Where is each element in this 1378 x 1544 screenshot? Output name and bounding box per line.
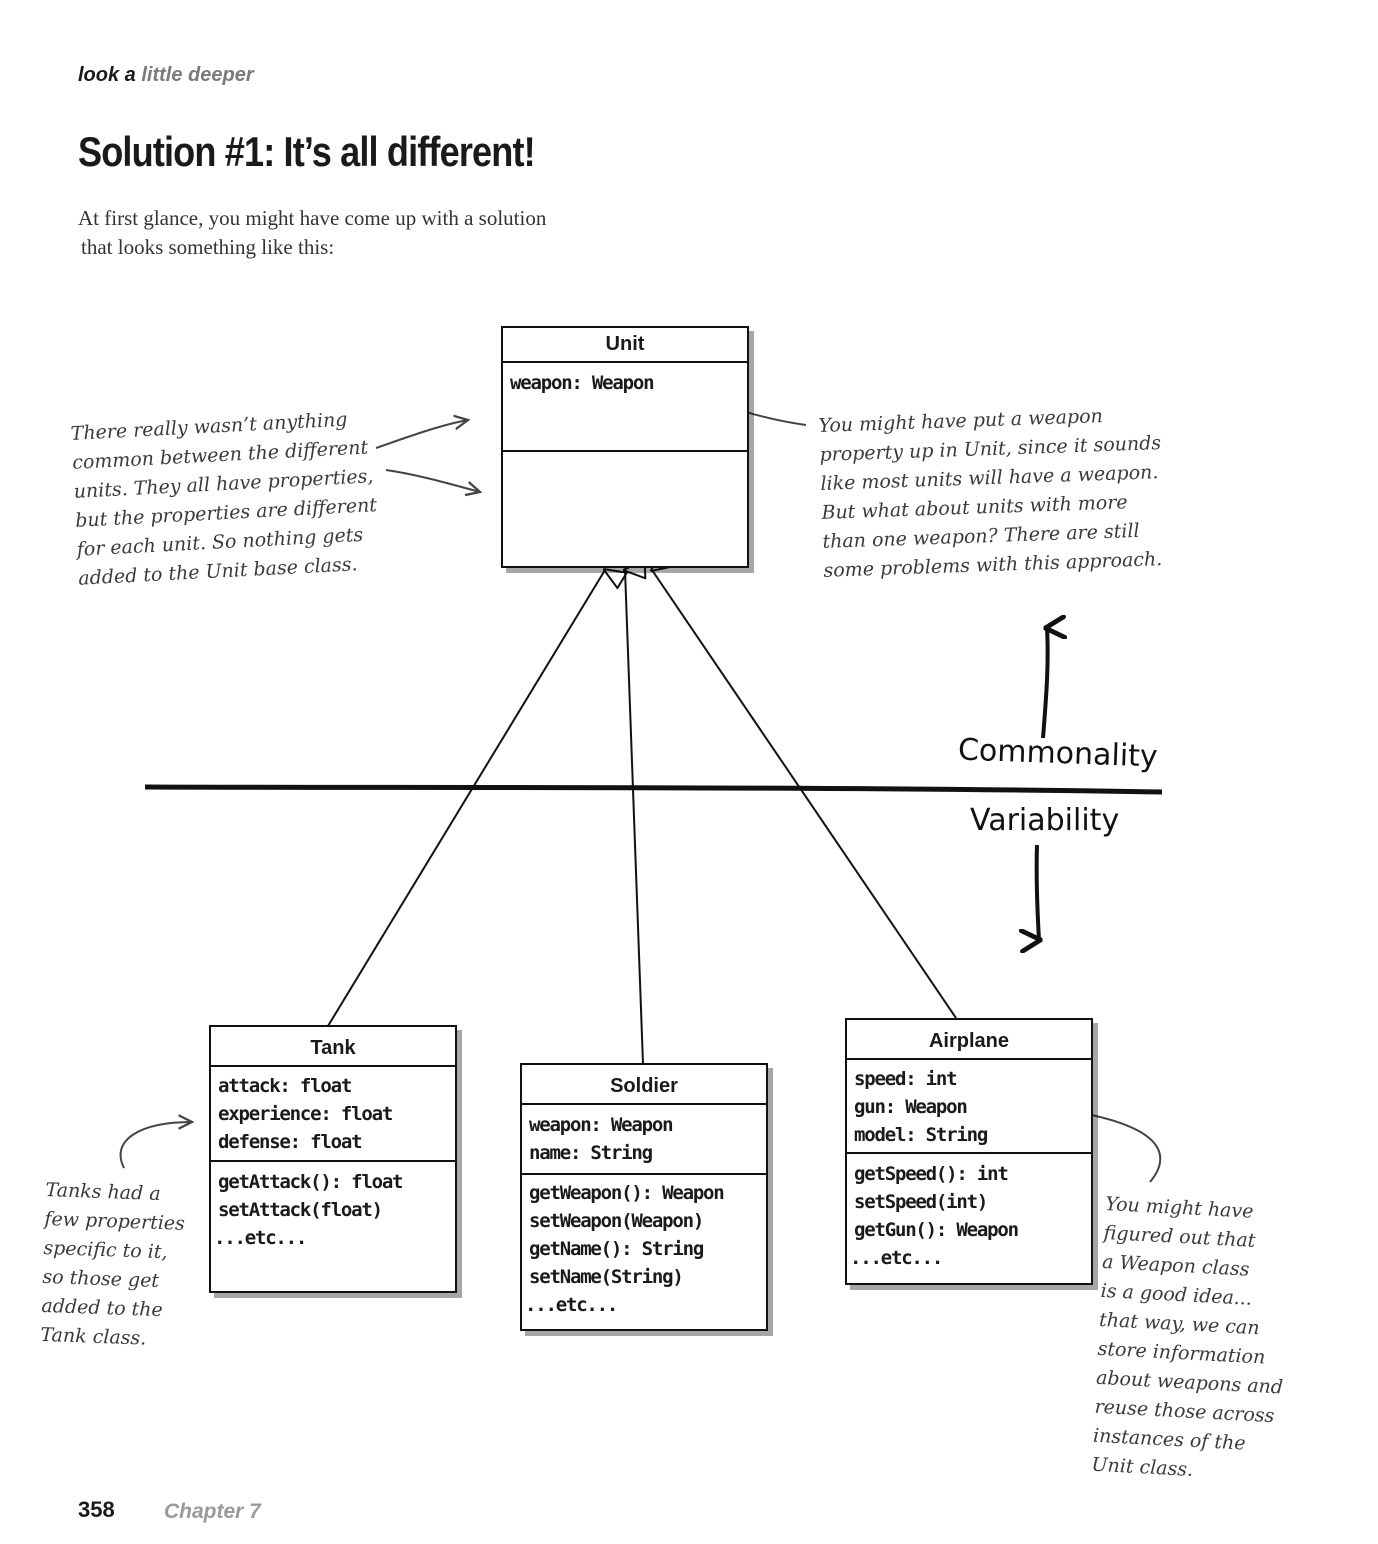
annotation-line: Tank class. [40,1323,147,1350]
method: getAttack(): float [218,1171,404,1193]
method: getWeapon(): Weapon [529,1182,725,1204]
class-name: Soldier [522,1065,766,1105]
running-header: look a little deeper [78,64,254,87]
attribute: experience: float [218,1103,393,1125]
class-tank: Tank attack: float experience: float def… [209,1025,457,1293]
class-name: Airplane [847,1020,1091,1060]
method: getGun(): Weapon [854,1219,1019,1241]
page-number: 358 [78,1497,115,1522]
intro-paragraph: At first glance, you might have come up … [78,204,638,262]
attributes-section: attack: float experience: float defense:… [211,1067,455,1162]
annotation-unit-left: There really wasn’t anything common betw… [70,404,381,594]
attribute: defense: float [218,1131,363,1153]
method: setAttack(float) [218,1199,383,1221]
class-unit: Unit weapon: Weapon [501,326,749,568]
chapter-label: Chapter 7 [164,1500,261,1523]
annotation-arrow [375,420,468,449]
inheritance-tank [327,570,605,1027]
attributes-section: weapon: Weapon [503,363,747,452]
annotation-airplane: You might have figured out that a Weapon… [1091,1190,1293,1489]
intro-line: that looks something like this: [81,235,335,259]
methods-section [503,452,747,464]
methods-section: getSpeed(): int setSpeed(int) getGun(): … [847,1154,1091,1278]
attribute: weapon: Weapon [529,1114,674,1136]
attributes-section: speed: int gun: Weapon model: String [847,1060,1091,1154]
variability-arrow [1037,844,1039,940]
method: setWeapon(Weapon) [529,1210,704,1232]
page-title: Solution #1: It’s all different! [78,128,536,175]
class-soldier: Soldier weapon: Weapon name: String getW… [520,1063,768,1331]
attribute: speed: int [854,1068,958,1090]
variability-label: Variability [970,803,1120,838]
inheritance-airplane [652,570,957,1019]
class-name: Tank [211,1027,455,1067]
divider-line [144,784,1163,795]
header-tag-bold: look a [78,64,136,86]
inheritance-soldier [625,570,643,1065]
method: getSpeed(): int [854,1163,1009,1185]
class-name: Unit [503,328,747,363]
annotation-tank: Tanks had a few properties specific to i… [40,1176,186,1355]
method: getName(): String [529,1238,704,1260]
header-tag-light: little deeper [141,64,254,86]
annotation-arrow [119,1122,192,1169]
attributes-section: weapon: Weapon name: String [522,1105,766,1175]
annotation-arrow [385,469,480,492]
method: ...etc... [525,1294,618,1316]
commonality-label: Commonality [957,732,1159,775]
commonality-arrow [1041,628,1048,739]
method: setSpeed(int) [854,1191,988,1213]
methods-section: getAttack(): float setAttack(float) ...e… [211,1162,455,1258]
attribute: name: String [529,1142,653,1164]
intro-line: At first glance, you might have come up … [78,206,547,230]
attribute: gun: Weapon [854,1096,968,1118]
methods-section: getWeapon(): Weapon setWeapon(Weapon) ge… [522,1175,766,1325]
method: ...etc... [214,1227,307,1249]
attribute: weapon: Weapon [510,372,655,394]
attribute: model: String [854,1124,988,1146]
attribute: attack: float [218,1075,352,1097]
method: ...etc... [850,1247,943,1269]
method: setName(String) [529,1266,684,1288]
class-airplane: Airplane speed: int gun: Weapon model: S… [845,1018,1093,1285]
annotation-unit-right: You might have put a weapon property up … [818,400,1166,586]
